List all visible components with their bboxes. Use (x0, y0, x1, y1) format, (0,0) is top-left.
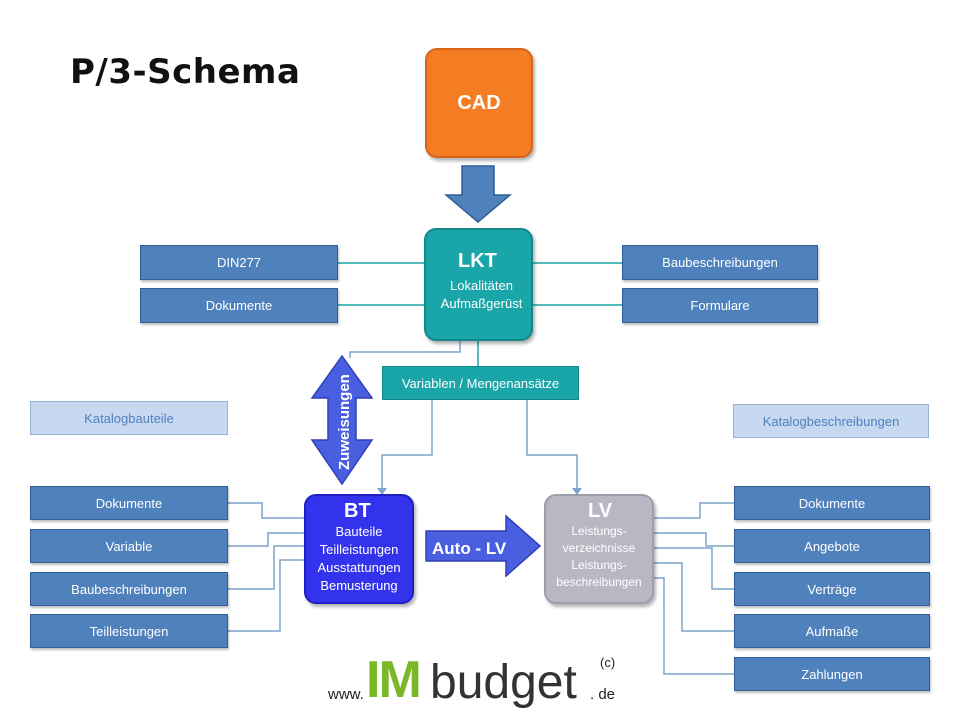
lv-line: beschreibungen (556, 575, 642, 589)
box-variable[interactable]: Variable (30, 529, 228, 563)
page-title: P/3-Schema (70, 52, 301, 92)
zuweisungen-arrow (310, 354, 374, 486)
zuweisungen-label: Zuweisungen (336, 374, 353, 470)
box-dokumente-lkt[interactable]: Dokumente (140, 288, 338, 323)
lkt-line: Lokalitäten (450, 278, 513, 293)
box-aufmasse[interactable]: Aufmaße (734, 614, 930, 648)
bt-title: BT (344, 500, 371, 522)
logo-budget: budget (430, 656, 577, 709)
variablen-box[interactable]: Variablen / Mengenansätze (382, 366, 579, 400)
katalog-beschreibungen-box[interactable]: Katalogbeschreibungen (733, 404, 929, 438)
lv-node[interactable]: LV Leistungs- verzeichnisse Leistungs- b… (544, 494, 654, 604)
lv-line: verzeichnisse (562, 541, 636, 555)
lkt-connectors (338, 262, 622, 366)
lv-line: Leistungs- (571, 558, 627, 572)
box-teilleistungen[interactable]: Teilleistungen (30, 614, 228, 648)
auto-lv-arrow (425, 514, 542, 578)
bt-connectors (228, 502, 304, 632)
copyright-mark: (c) (600, 655, 616, 670)
cad-node[interactable]: CAD (425, 48, 533, 158)
box-din277[interactable]: DIN277 (140, 245, 338, 280)
bt-line: Bemusterung (320, 578, 398, 593)
box-zahlungen[interactable]: Zahlungen (734, 657, 930, 691)
cad-to-lkt-arrow (443, 165, 513, 223)
variablen-arrowheads (377, 488, 582, 495)
lkt-title: LKT (458, 250, 497, 272)
logo-www: www. (328, 686, 364, 703)
bt-line: Bauteile (335, 524, 383, 539)
lkt-node[interactable]: LKT Lokalitäten Aufmaßgerüst (424, 228, 533, 341)
box-baubeschreibungen-lkt[interactable]: Baubeschreibungen (622, 245, 818, 280)
logo-de: . de (590, 686, 616, 703)
bt-line: Teilleistungen (319, 542, 399, 557)
box-dokumente-lv[interactable]: Dokumente (734, 486, 930, 520)
katalog-bauteile-box[interactable]: Katalogbauteile (30, 401, 228, 435)
variablen-connectors (349, 341, 578, 490)
bt-node[interactable]: BT Bauteile Teilleistungen Ausstattungen… (304, 494, 414, 604)
box-angebote[interactable]: Angebote (734, 529, 930, 563)
box-baubeschreibungen-bt[interactable]: Baubeschreibungen (30, 572, 228, 606)
bt-line: Ausstattungen (317, 560, 401, 575)
box-formulare[interactable]: Formulare (622, 288, 818, 323)
auto-lv-label: Auto - LV (432, 539, 507, 558)
lv-connectors (654, 502, 734, 675)
box-vertraege[interactable]: Verträge (734, 572, 930, 606)
box-dokumente-bt[interactable]: Dokumente (30, 486, 228, 520)
lkt-line: Aufmaßgerüst (440, 296, 523, 311)
logo-im: IM (366, 651, 422, 709)
lv-title: LV (588, 500, 613, 522)
lv-line: Leistungs- (571, 524, 627, 538)
